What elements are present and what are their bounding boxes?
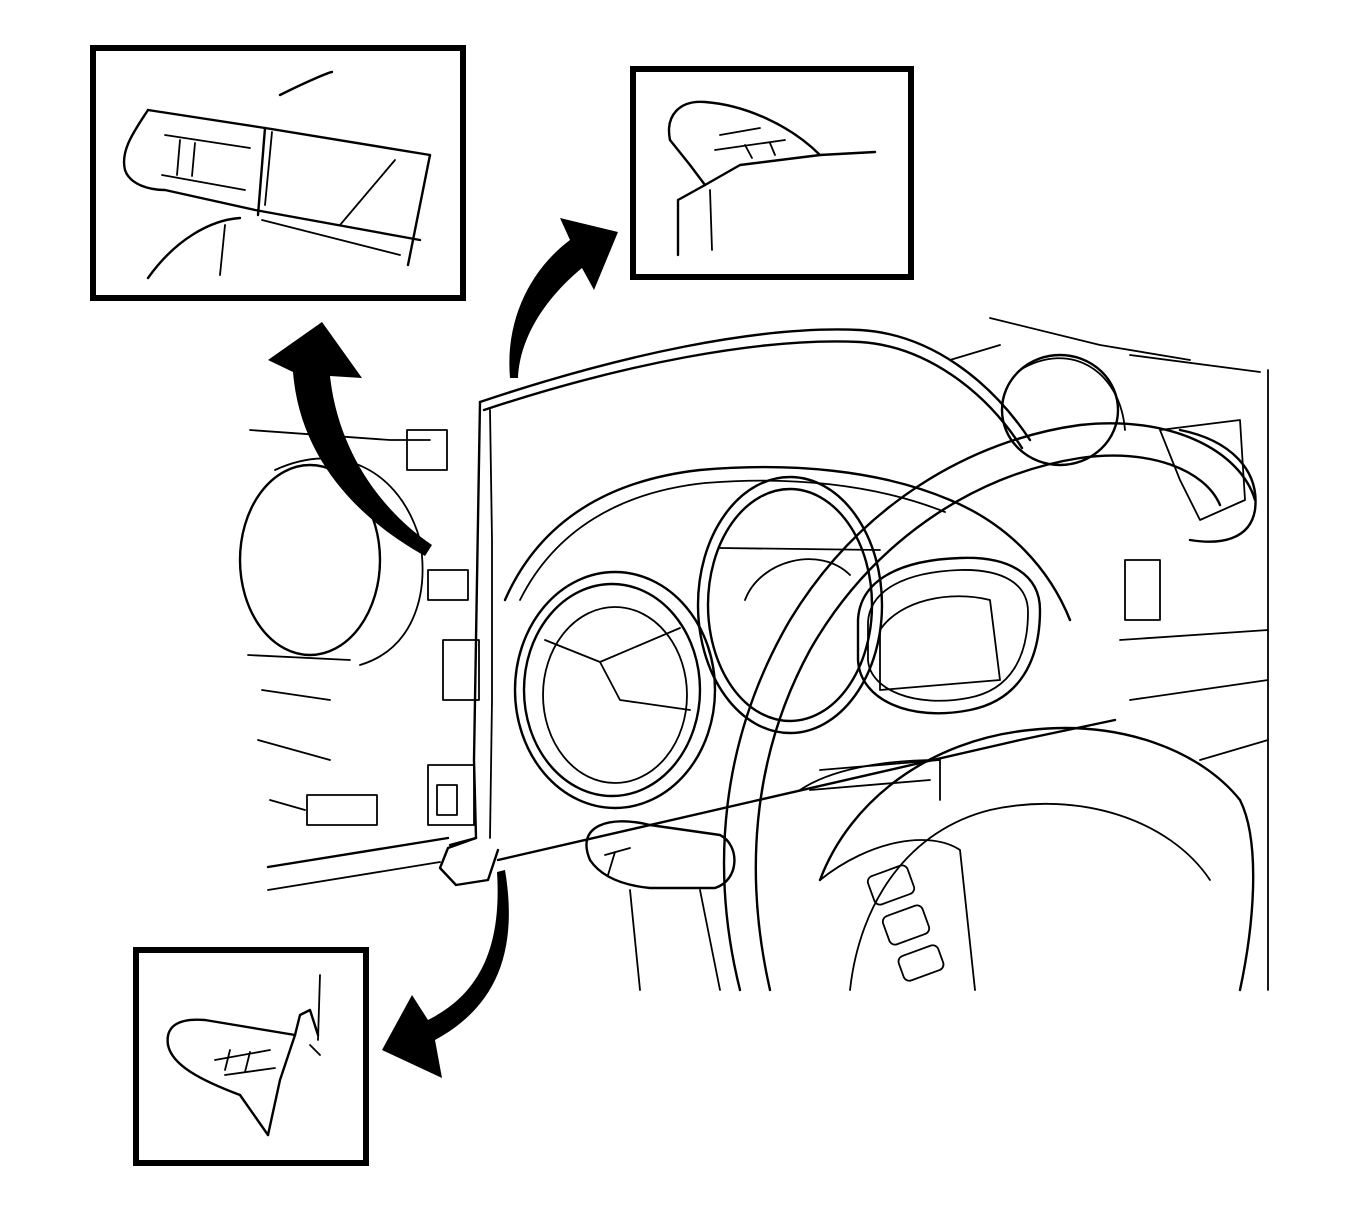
right-vent-round	[1000, 353, 1120, 467]
bezel-clip-lower-b	[427, 764, 475, 826]
inset-lower-left	[133, 947, 369, 1166]
right-vent-rim	[1019, 357, 1126, 431]
steering-wheel-hub	[818, 726, 1255, 992]
center-gauge-line	[719, 547, 881, 551]
dash-left-line	[247, 654, 351, 761]
steering-wheel-inner	[754, 454, 1222, 992]
dash-lower-edge	[266, 836, 450, 869]
right-top-lines	[949, 317, 1261, 373]
left-gauge-needle	[544, 627, 691, 711]
gauge-hood-arc-inner	[519, 479, 946, 601]
center-gauge-face	[744, 558, 851, 601]
dash-front-line	[496, 718, 1117, 862]
clip-detail-icon	[667, 100, 877, 257]
steering-wheel-hub-inner	[849, 803, 1211, 991]
inset-upper-right	[630, 66, 914, 280]
inset-upper-left	[90, 45, 466, 301]
column-stalk	[585, 820, 736, 890]
center-gauge-ring	[706, 487, 874, 723]
arrow-upper-left	[268, 322, 432, 556]
arrow-upper-right	[509, 218, 618, 378]
inset-upper-left-frame	[90, 45, 466, 301]
steering-wheel-rim-right	[1178, 428, 1257, 543]
left-vent-round	[238, 463, 382, 657]
bezel-top-edge	[478, 328, 1032, 442]
bezel-inner-top	[482, 340, 1024, 450]
dash-left-line-2	[269, 799, 306, 811]
curved-arrow-icon	[268, 218, 618, 1078]
left-vent-line	[249, 429, 431, 441]
bezel-clip-lower-a	[442, 639, 480, 701]
right-gauge-oval	[856, 556, 1042, 715]
bezel-clip-upper	[406, 429, 448, 471]
steering-switch-2	[881, 904, 931, 946]
gauge-hood-arc	[503, 465, 1072, 622]
bezel-clip-mid	[427, 569, 469, 601]
center-gauge-outer	[696, 475, 884, 735]
bezel-left-tab	[438, 836, 500, 887]
left-gauge-outer	[513, 570, 717, 810]
right-bracket-2	[1124, 559, 1161, 621]
steering-switch-3	[897, 944, 945, 982]
left-gauge-ring	[522, 582, 702, 798]
column-lines	[629, 759, 941, 991]
clip-detail-icon	[122, 70, 432, 280]
stalk-mark	[604, 847, 631, 876]
steering-wheel-outer	[722, 422, 1257, 992]
bezel-clip-lower-b-inner	[436, 784, 458, 816]
inset-lower-left-frame	[133, 947, 369, 1166]
column-shroud	[799, 759, 941, 801]
connector-left	[306, 794, 378, 826]
dashboard-main-view	[238, 317, 1269, 992]
left-gauge-inner	[542, 606, 688, 784]
right-gauge-screen	[879, 595, 1001, 691]
steering-switch-1	[866, 864, 916, 906]
bezel-left-wall	[448, 400, 482, 847]
dash-lower-edge-2	[267, 861, 441, 891]
right-gauge-oval-inner	[867, 569, 1029, 702]
arrow-lower-left	[382, 870, 509, 1078]
bezel-left-inner	[489, 409, 493, 839]
right-lower-lines	[1119, 629, 1269, 761]
steering-wheel-spoke	[819, 839, 976, 991]
right-bracket	[1159, 419, 1246, 521]
clip-detail-icon	[166, 974, 321, 1137]
inset-upper-right-frame	[630, 66, 914, 280]
